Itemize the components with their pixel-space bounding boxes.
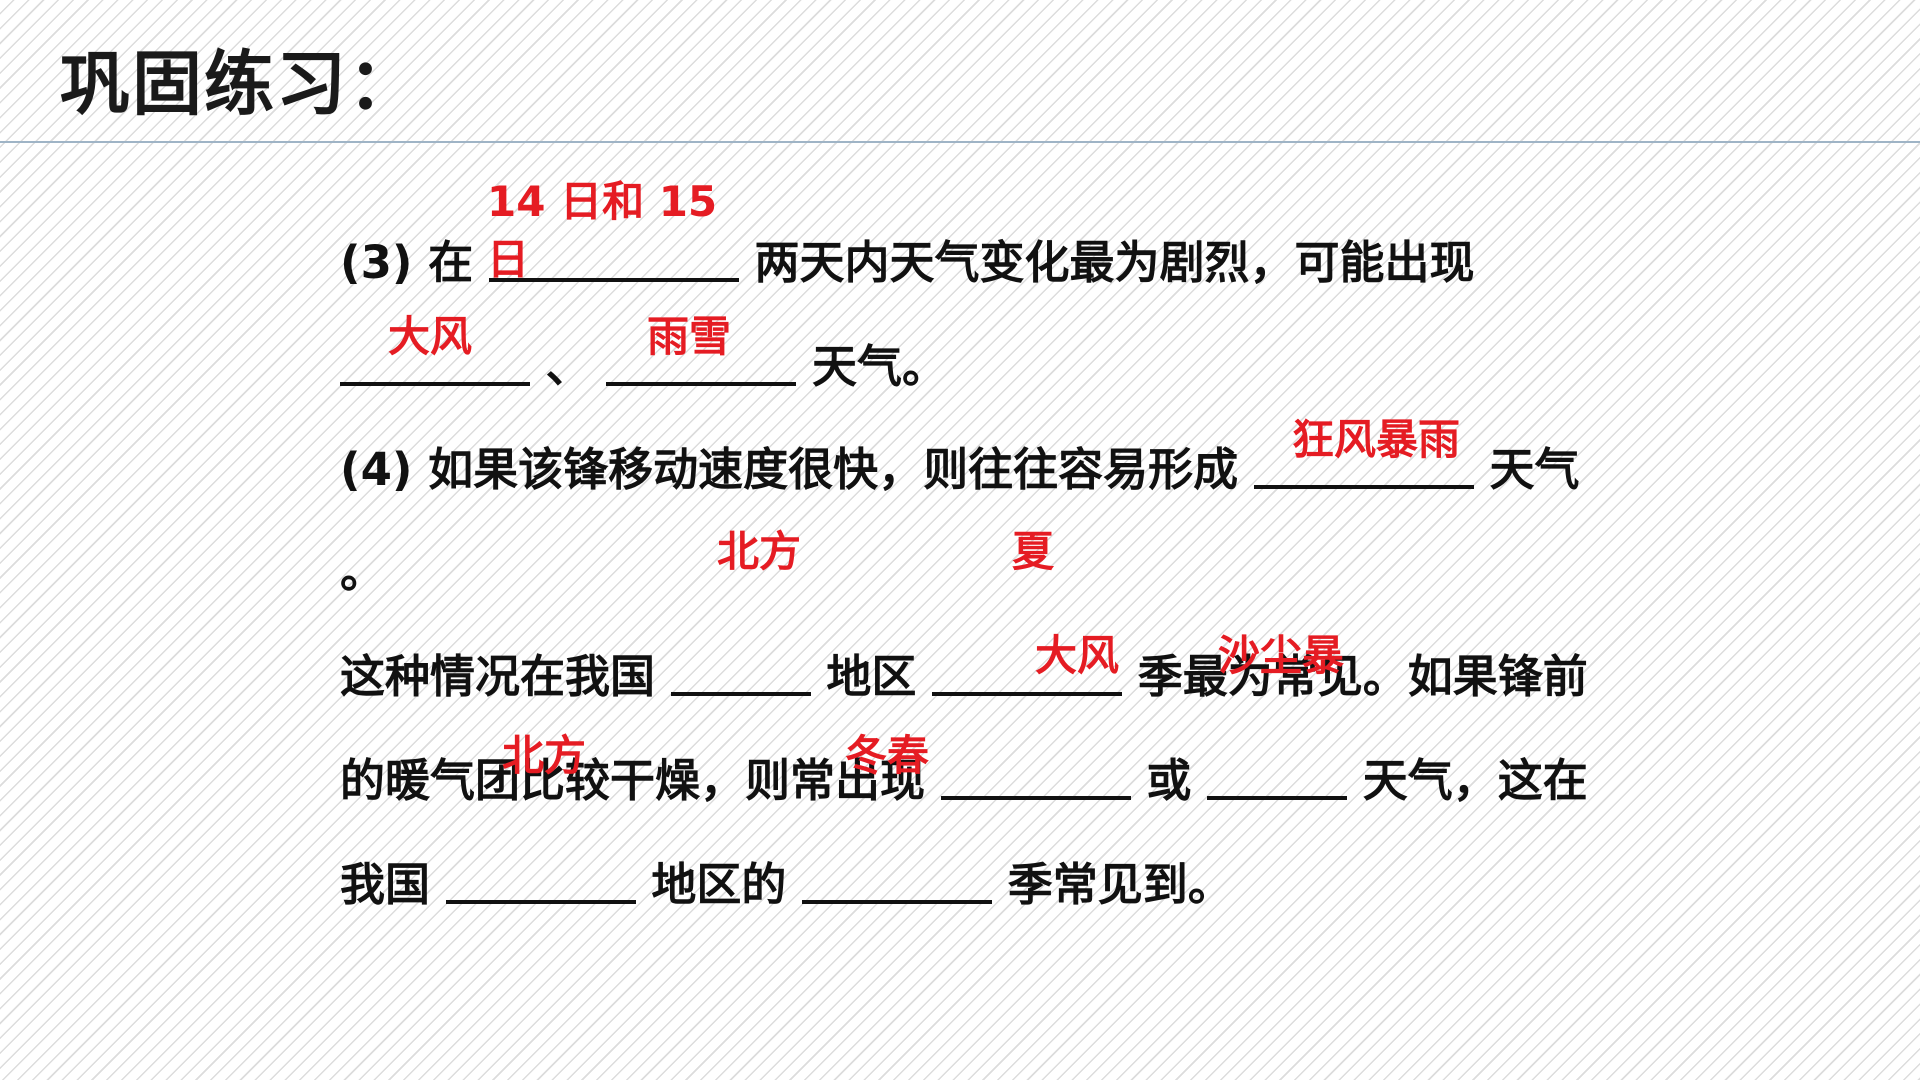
q4-line-5: 我国 地区的 季常见到。 xyxy=(340,848,1233,913)
answer-windy-2: 大风 xyxy=(1035,631,1120,680)
q4-text-5a: 我国 xyxy=(340,858,431,911)
q4-text-4c: 天气，这在 xyxy=(1362,754,1588,807)
q4-line-2: 。 xyxy=(340,535,385,600)
q4-text-4b: 或 xyxy=(1146,754,1192,807)
q4-line-1: (4) 如果该锋移动速度很快，则往往容易形成 天气 xyxy=(340,433,1579,498)
q4-line-3: 这种情况在我国 地区 季最为常见。如果锋前 xyxy=(340,640,1588,705)
answer-north-1: 北方 xyxy=(717,527,802,576)
answer-date-part-1: 14 日和 15 xyxy=(487,177,718,226)
answer-rain-snow: 雨雪 xyxy=(647,312,732,361)
q4-text-5c: 季常见到。 xyxy=(1007,858,1233,911)
q3-separator: 、 xyxy=(545,340,591,393)
answer-winter-spring: 冬春 xyxy=(845,731,930,780)
title-divider xyxy=(0,141,1920,143)
blank-season-1 xyxy=(932,656,1123,696)
q4-prefix: (4) 如果该锋移动速度很快，则往往容易形成 xyxy=(340,443,1239,496)
q3-prefix: (3) 在 xyxy=(340,236,474,289)
answer-date-part-2: 日 xyxy=(487,235,530,284)
answer-north-2: 北方 xyxy=(502,731,587,780)
q4-text-3a: 这种情况在我国 xyxy=(340,650,656,703)
blank-weather-2 xyxy=(606,346,797,386)
q4-text-5b: 地区的 xyxy=(651,858,787,911)
q4-period: 。 xyxy=(340,545,386,598)
q3-text-1: 两天内天气变化最为剧烈，可能出现 xyxy=(754,236,1475,289)
blank-region-2 xyxy=(445,864,636,904)
blank-storm xyxy=(1253,449,1474,489)
page-title: 巩固练习： xyxy=(60,43,420,125)
blank-weather-4 xyxy=(1207,760,1348,800)
answer-windy: 大风 xyxy=(388,312,473,361)
answer-summer: 夏 xyxy=(1012,527,1055,576)
q4-line-4: 的暖气团比较干燥，则常出现 或 天气，这在 xyxy=(340,744,1588,809)
q3-line-2: 、 天气。 xyxy=(340,330,947,395)
q3-line-1: (3) 在 两天内天气变化最为剧烈，可能出现 xyxy=(340,226,1474,291)
blank-season-2 xyxy=(802,864,993,904)
q4-suffix: 天气 xyxy=(1489,443,1580,496)
blank-region-1 xyxy=(670,656,811,696)
blank-weather-1 xyxy=(340,346,530,386)
blank-weather-3 xyxy=(940,760,1131,800)
q3-text-2: 天气。 xyxy=(812,340,948,393)
answer-storm: 狂风暴雨 xyxy=(1292,415,1461,464)
q4-text-3b: 地区 xyxy=(826,650,917,703)
q4-text-4a: 的暖气团比较干燥，则常出现 xyxy=(340,754,926,807)
blank-date xyxy=(488,242,739,282)
answer-sandstorm: 沙尘暴 xyxy=(1218,631,1345,680)
q4-text-3c: 季最为常见。如果锋前 xyxy=(1137,650,1588,703)
